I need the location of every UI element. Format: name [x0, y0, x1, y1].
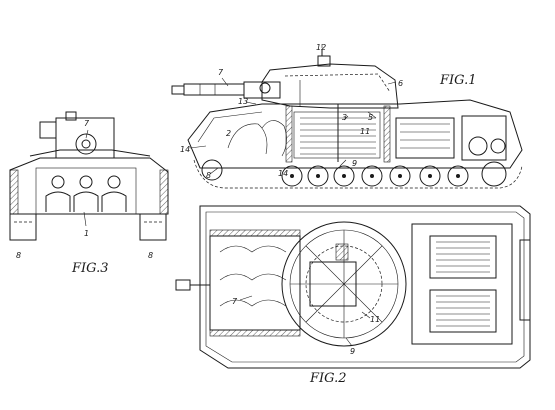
- fig3-turret: [29, 111, 151, 159]
- fig1-hull: [187, 99, 523, 169]
- fig2-plan-view: 7 11 9 FIG.2: [175, 205, 531, 386]
- fig2-turret-ring: [281, 221, 407, 347]
- fig2-numeral-7: 7: [232, 297, 238, 306]
- fig1-numeral-14: 14: [180, 145, 190, 154]
- fig1-turret: [259, 50, 399, 109]
- fig3-front-section: 7 1 8 8 FIG.3: [9, 111, 169, 276]
- fig1-numeral-8: 8: [206, 171, 211, 180]
- fig3-tracks: [9, 213, 167, 241]
- fig2-caption: FIG.2: [309, 371, 346, 386]
- fig3-caption: FIG.3: [71, 261, 108, 276]
- fig1-numeral-13: 13: [238, 97, 248, 106]
- fig1-side-view: 7 12 6 13 3 5 2 11 14 9 8 14 FIG.1: [171, 43, 523, 189]
- fig2-crew-compartment: [209, 229, 301, 337]
- fig3-numeral-8-right: 8: [148, 251, 153, 260]
- fig1-numeral-11: 11: [360, 127, 370, 136]
- fig3-numeral-7: 7: [84, 119, 90, 128]
- fig1-numeral-14b: 14: [278, 169, 288, 178]
- fig1-engine: [395, 115, 507, 161]
- fig3-numeral-1: 1: [84, 229, 89, 238]
- fig2-numeral-9: 9: [350, 347, 355, 356]
- fig3-hull: [9, 157, 169, 215]
- fig1-track-assembly: [193, 159, 523, 189]
- fig1-leader-lines: [189, 44, 397, 175]
- fig3-crew-figures: [45, 175, 127, 212]
- fig1-numeral-12: 12: [316, 43, 326, 52]
- fig1-gun-barrel: [171, 81, 281, 99]
- fig2-engine-deck: [411, 223, 513, 345]
- fig1-caption: FIG.1: [439, 73, 476, 88]
- fig3-numeral-8-left: 8: [16, 251, 21, 260]
- fig1-numeral-2: 2: [226, 129, 231, 138]
- fig1-numeral-7: 7: [218, 68, 224, 77]
- fig1-numeral-6: 6: [398, 79, 403, 88]
- fig1-numeral-3: 3: [342, 113, 347, 122]
- fig2-hull-outline: [175, 205, 531, 369]
- fig1-numeral-9: 9: [352, 159, 357, 168]
- fig2-numeral-11: 11: [370, 315, 380, 324]
- fig1-numeral-5: 5: [368, 113, 373, 122]
